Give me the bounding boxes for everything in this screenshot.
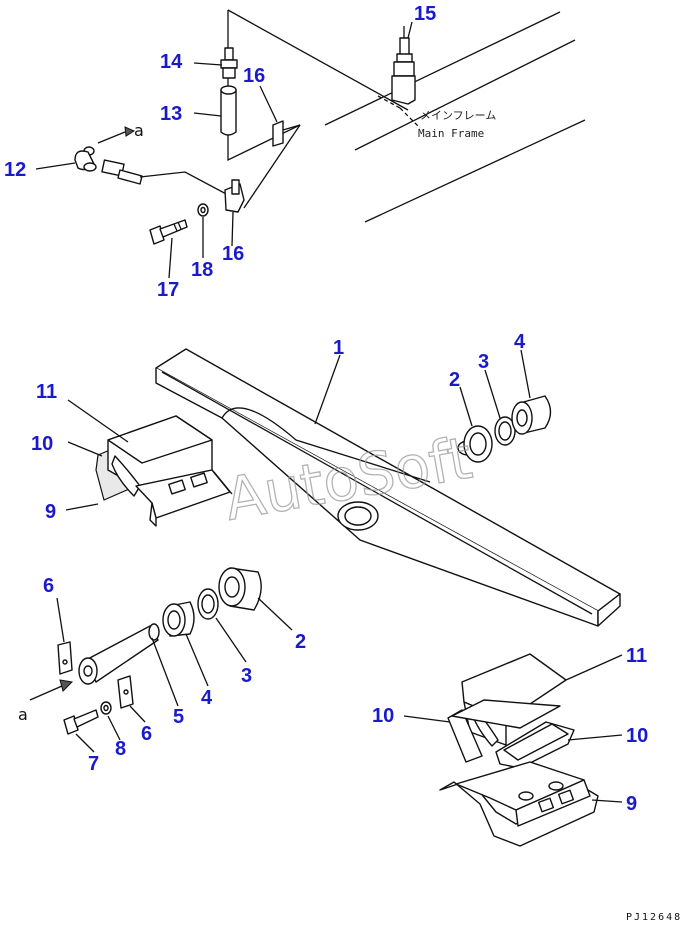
callout-2: 2 [449, 369, 460, 391]
callout-16: 16 [243, 65, 265, 87]
view-label-upper: a [134, 121, 144, 140]
callout-12: 12 [4, 159, 26, 181]
washer-8 [100, 701, 112, 715]
callout-5: 5 [173, 706, 184, 728]
callout-10: 10 [626, 725, 648, 747]
callout-16: 16 [222, 243, 244, 265]
callout-8: 8 [115, 738, 126, 760]
callout-6: 6 [141, 723, 152, 745]
callout-3: 3 [478, 351, 489, 373]
callout-18: 18 [191, 259, 213, 281]
grease-fitting-14 [220, 47, 238, 79]
elbow-12 [74, 146, 97, 172]
pin-5 [78, 623, 160, 685]
callout-17: 17 [157, 279, 179, 301]
callout-14: 14 [160, 51, 183, 73]
callout-15: 15 [414, 3, 436, 25]
collar-4-mid [162, 601, 195, 637]
callout-10: 10 [31, 433, 53, 455]
callout-3: 3 [241, 665, 252, 687]
callout-1: 1 [333, 337, 344, 359]
washer-18 [197, 203, 209, 217]
hose-13 [220, 85, 237, 136]
callout-7: 7 [88, 753, 99, 775]
main-frame-label-jp: メインフレーム [420, 109, 496, 122]
callout-4: 4 [514, 331, 526, 353]
plate-6-lower [117, 675, 134, 709]
collar-4-right [511, 395, 552, 435]
bushing-2-mid [218, 567, 262, 611]
pad-assembly-left [95, 415, 233, 527]
callout-9: 9 [626, 793, 637, 815]
callout-6: 6 [43, 575, 54, 597]
callout-2: 2 [295, 631, 306, 653]
bracket-16-upper [272, 120, 301, 147]
bracket-16-lower [224, 124, 301, 213]
bolt-17 [149, 219, 188, 245]
liner-10-right [495, 721, 575, 769]
callout-11: 11 [626, 645, 647, 667]
leaders-bottom [56, 349, 623, 803]
drawing-code: PJ12648 [626, 912, 682, 923]
equalizer-bar-1 [155, 348, 621, 627]
adapter-pipe [101, 159, 231, 197]
callout-10: 10 [372, 705, 394, 727]
main-frame-label-en: Main Frame [418, 127, 484, 140]
callout-11: 11 [36, 381, 57, 403]
bushing-2-right [463, 425, 493, 463]
leaders-top [35, 21, 413, 279]
callout-4: 4 [201, 687, 213, 709]
plate-6-upper [57, 641, 73, 675]
callout-9: 9 [45, 501, 56, 523]
view-label-lower: a [18, 705, 28, 724]
view-arrow-lower [29, 679, 74, 701]
callout-13: 13 [160, 103, 182, 125]
grease-fitting-15 [391, 26, 416, 105]
bolt-7 [63, 709, 99, 735]
liner-10-left [447, 699, 561, 763]
seal-3-right [494, 416, 516, 446]
bracket-9-lower [439, 761, 599, 847]
seal-3-mid [197, 588, 219, 620]
